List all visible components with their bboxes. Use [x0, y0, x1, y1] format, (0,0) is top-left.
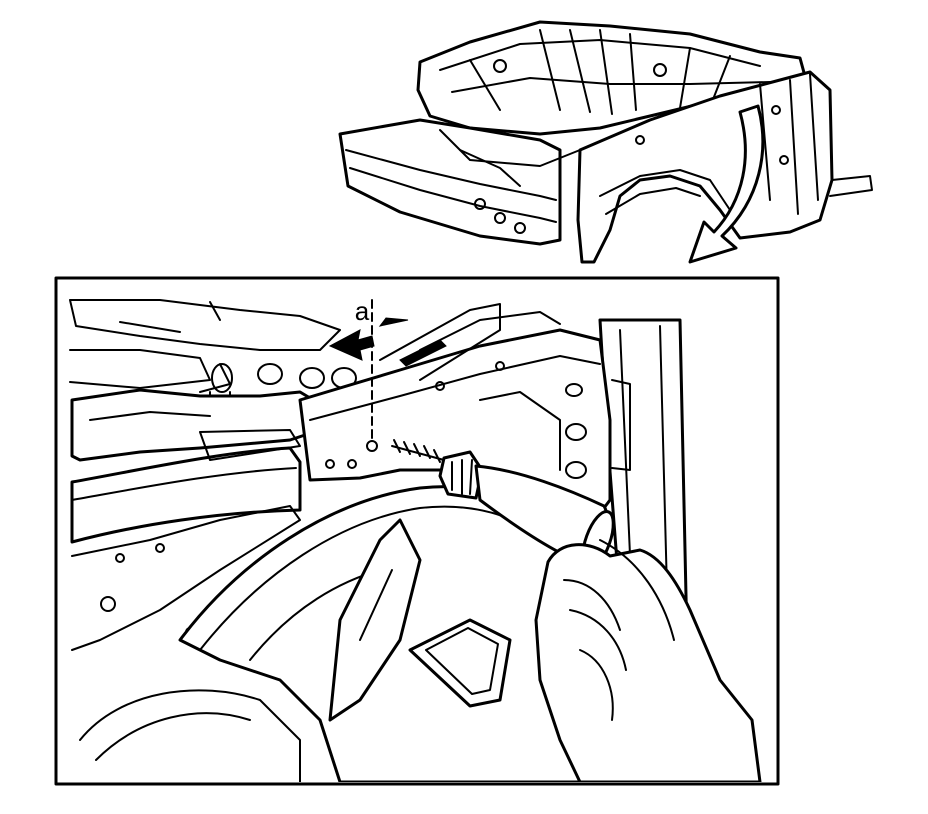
detail-frame [54, 276, 780, 786]
callout-label: a [355, 296, 370, 326]
front-structure-overview [338, 20, 873, 264]
curved-rail [70, 446, 302, 544]
access-hole [408, 618, 512, 708]
gloved-hand [534, 543, 762, 782]
bumper-beam [338, 118, 562, 246]
support-glove [328, 518, 422, 722]
detail-view: a [69, 296, 762, 782]
detail-arrow [688, 104, 765, 264]
